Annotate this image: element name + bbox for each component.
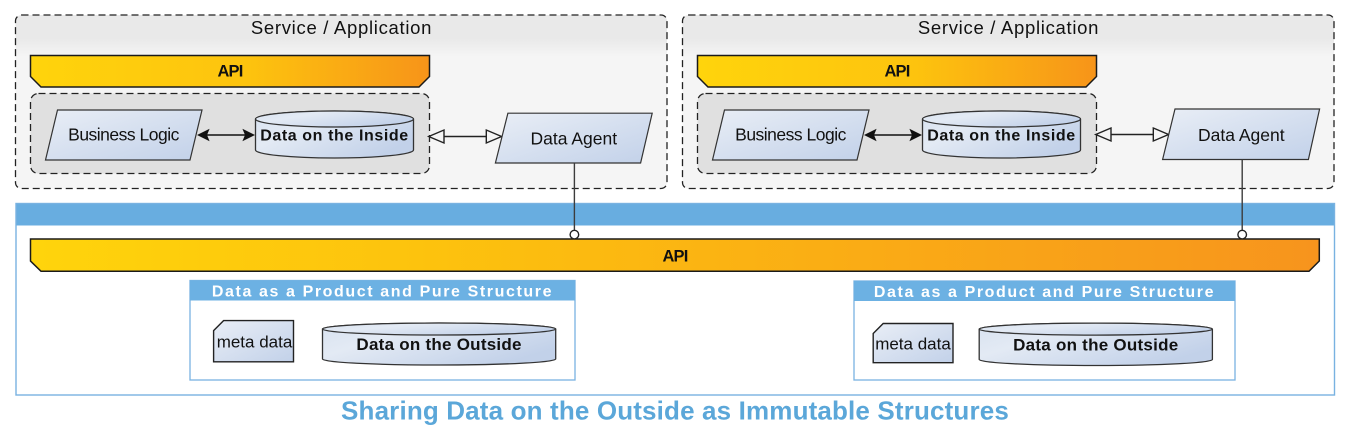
svg-text:Service / Application: Service / Application — [251, 17, 432, 38]
svg-text:Data Agent: Data Agent — [530, 128, 617, 148]
svg-text:API: API — [884, 63, 909, 81]
svg-text:Business Logic: Business Logic — [735, 125, 846, 145]
svg-text:Data as a Product and Pure Str: Data as a Product and Pure Structure — [874, 284, 1215, 301]
svg-text:Service / Application: Service / Application — [918, 17, 1099, 38]
svg-text:API: API — [217, 63, 242, 81]
svg-text:meta data: meta data — [217, 333, 293, 352]
svg-text:Business Logic: Business Logic — [68, 125, 179, 145]
svg-text:Data Agent: Data Agent — [1198, 125, 1285, 145]
svg-text:API: API — [662, 247, 687, 265]
svg-text:Data as a Product and Pure Str: Data as a Product and Pure Structure — [212, 283, 553, 300]
svg-text:Data on the Outside: Data on the Outside — [1013, 336, 1178, 355]
svg-text:Data on the Outside: Data on the Outside — [356, 335, 521, 354]
svg-text:Data on the Inside: Data on the Inside — [260, 128, 409, 145]
svg-text:Data on the Inside: Data on the Inside — [927, 128, 1076, 145]
svg-text:Sharing Data on the Outside as: Sharing Data on the Outside as Immutable… — [341, 396, 1009, 426]
svg-text:meta data: meta data — [875, 335, 951, 354]
